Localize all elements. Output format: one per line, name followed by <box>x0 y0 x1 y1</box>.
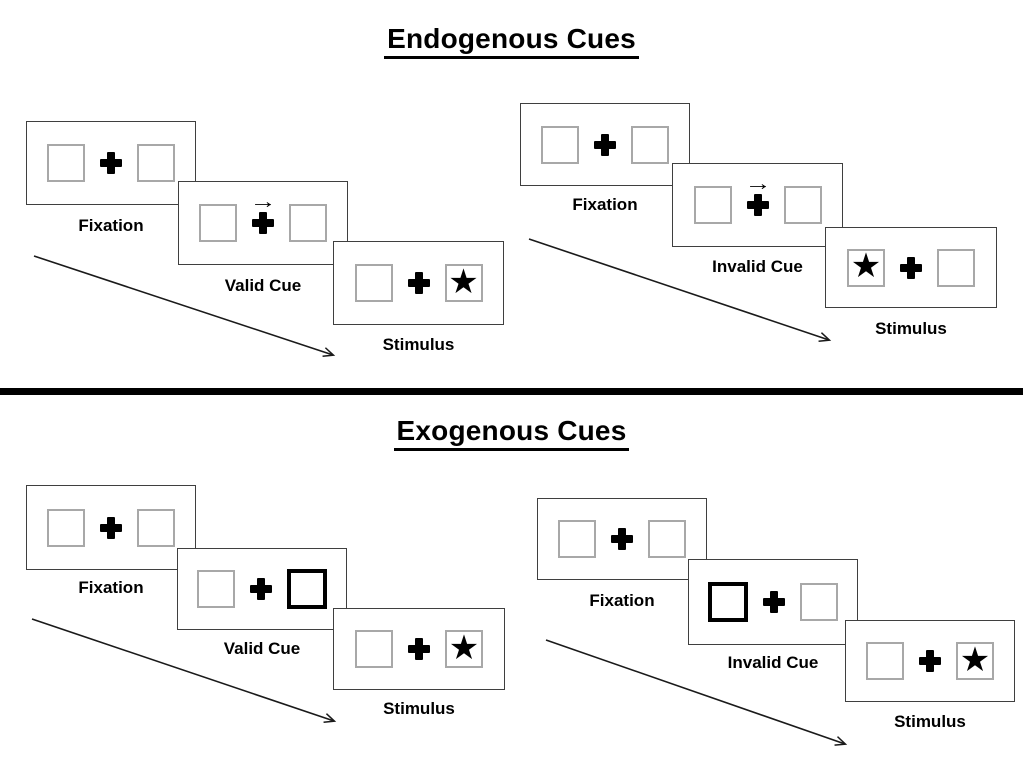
section-title-endogenous: Endogenous Cues <box>0 24 1023 59</box>
fixation-cross-icon <box>746 194 769 216</box>
timeline-arrow <box>545 639 848 746</box>
center-area <box>763 591 785 613</box>
endogenous-invalid-stimulus-panel: ★ <box>825 227 997 308</box>
fixation-cross-icon <box>252 212 274 234</box>
center-area <box>407 272 430 294</box>
star-icon: ★ <box>448 628 480 667</box>
exogenous-valid-stimulus-panel: ★ <box>333 608 505 690</box>
center-area <box>900 256 922 279</box>
exogenous-valid-cue-panel <box>177 548 347 630</box>
endogenous-invalid-cue-panel: → <box>672 163 843 247</box>
fixation-cross-icon <box>408 638 430 660</box>
endogenous-invalid-fixation-panel <box>520 103 690 186</box>
panel-label-fixation: Fixation <box>589 591 655 610</box>
endogenous-valid-stimulus-panel: ★ <box>333 241 504 325</box>
left-box <box>866 642 904 680</box>
center-area <box>100 516 122 539</box>
panel-label-valid-cue: Valid Cue <box>223 639 301 658</box>
panel-label-fixation: Fixation <box>78 578 144 597</box>
fixation-cross-icon <box>100 152 122 174</box>
right-box <box>137 144 175 182</box>
section-title-exogenous: Exogenous Cues <box>0 416 1023 451</box>
right-box-with-star: ★ <box>445 630 483 668</box>
right-box <box>783 186 822 224</box>
left-box-highlighted <box>708 582 748 622</box>
left-box <box>355 630 393 668</box>
right-box <box>137 508 175 547</box>
right-box <box>648 520 686 558</box>
exogenous-valid-fixation-panel <box>26 485 196 570</box>
left-box-with-star: ★ <box>847 247 885 287</box>
center-area: → <box>250 192 277 234</box>
panel-label-stimulus: Stimulus <box>382 335 455 354</box>
right-box-with-star: ★ <box>956 642 994 680</box>
star-icon: ★ <box>959 640 991 679</box>
left-box <box>693 186 732 224</box>
left-box <box>354 264 393 302</box>
panel-label-fixation: Fixation <box>572 195 638 214</box>
cue-arrow-icon: → <box>744 173 771 195</box>
left-box <box>558 520 596 558</box>
center-area <box>408 638 430 660</box>
center-area <box>611 528 633 550</box>
center-area <box>919 650 941 672</box>
endogenous-valid-fixation-panel <box>26 121 196 205</box>
panel-label-invalid-cue: Invalid Cue <box>712 257 803 276</box>
left-box <box>541 125 579 164</box>
cue-arrow-icon: → <box>249 191 277 213</box>
fixation-cross-icon <box>611 528 633 550</box>
endogenous-valid-cue-panel: → <box>178 181 348 265</box>
center-area: → <box>744 174 771 216</box>
right-box <box>289 204 327 242</box>
left-box <box>199 204 237 242</box>
center-area <box>594 133 616 156</box>
center-area <box>100 152 122 174</box>
fixation-cross-icon <box>594 133 616 156</box>
fixation-cross-icon <box>900 256 922 279</box>
fixation-cross-icon <box>763 591 785 613</box>
section-title-text: Endogenous Cues <box>384 24 639 59</box>
fixation-cross-icon <box>919 650 941 672</box>
fixation-cross-icon <box>407 272 430 294</box>
section-title-text: Exogenous Cues <box>393 416 630 451</box>
right-box-highlighted <box>287 569 327 609</box>
panel-label-fixation: Fixation <box>78 216 144 235</box>
exogenous-invalid-fixation-panel <box>537 498 707 580</box>
right-box <box>631 125 669 164</box>
star-icon: ★ <box>850 247 882 285</box>
left-box <box>197 570 235 608</box>
fixation-cross-icon <box>100 516 122 539</box>
panel-label-invalid-cue: Invalid Cue <box>727 653 819 672</box>
left-box <box>47 144 85 182</box>
right-box <box>800 583 838 621</box>
timeline-arrow <box>31 618 337 723</box>
panel-label-stimulus: Stimulus <box>875 319 947 338</box>
center-area <box>250 578 272 600</box>
left-box <box>47 508 85 547</box>
fixation-cross-icon <box>250 578 272 600</box>
panel-label-stimulus: Stimulus <box>894 712 966 731</box>
panel-label-stimulus: Stimulus <box>383 699 455 718</box>
right-box <box>937 248 975 287</box>
right-box-with-star: ★ <box>444 262 483 302</box>
star-icon: ★ <box>448 262 479 301</box>
exogenous-invalid-stimulus-panel: ★ <box>845 620 1015 702</box>
exogenous-invalid-cue-panel <box>688 559 858 645</box>
panel-label-valid-cue: Valid Cue <box>224 276 302 295</box>
timeline-arrow <box>528 238 832 342</box>
timeline-arrow <box>33 255 336 358</box>
section-divider <box>0 388 1023 395</box>
